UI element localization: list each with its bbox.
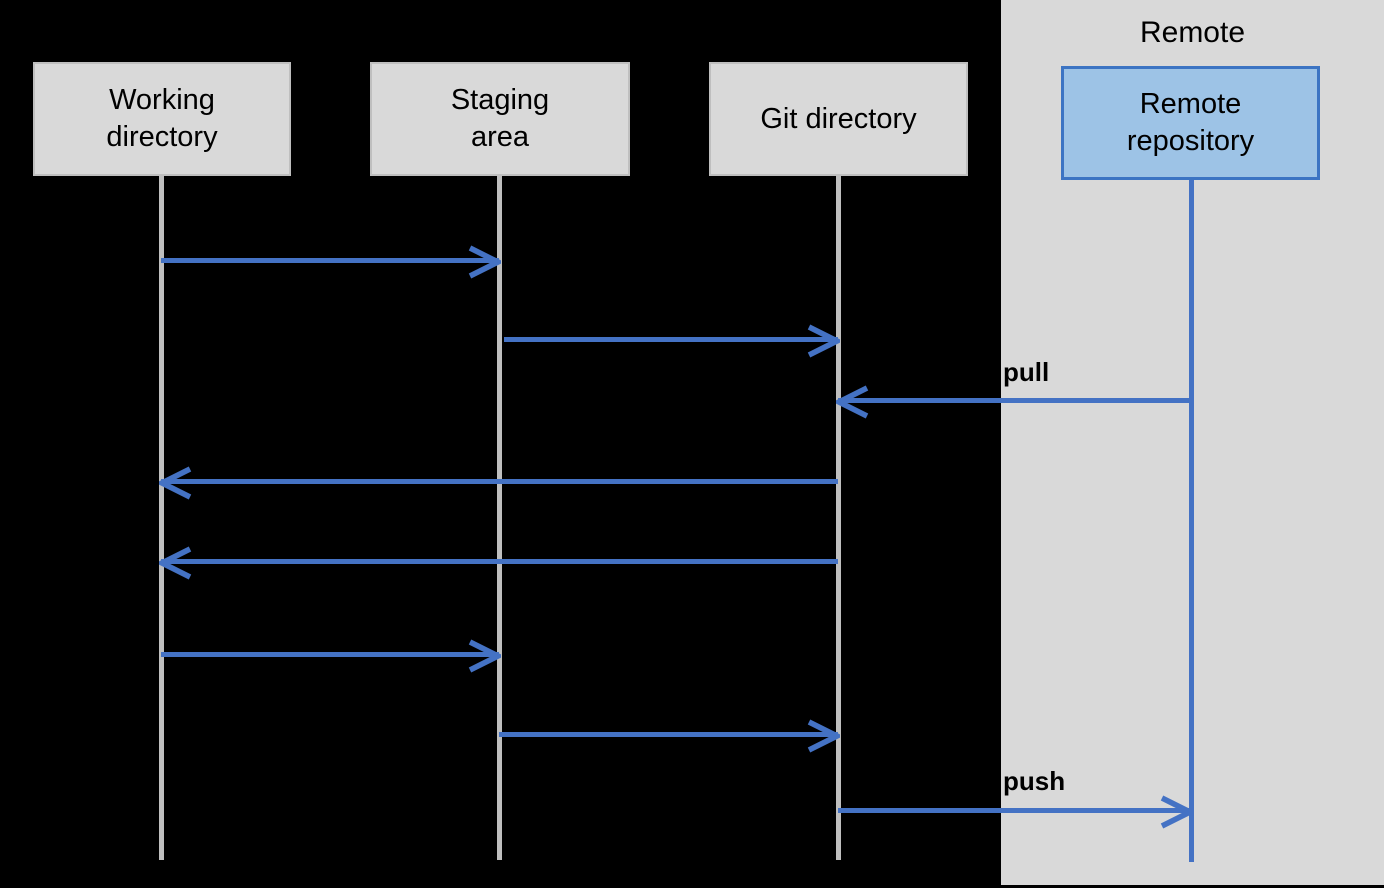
message-line-m8[interactable] [838, 808, 1191, 813]
arrowhead-m2 [806, 324, 840, 358]
participant-label-staging: Staging area [450, 84, 550, 153]
message-line-m1[interactable] [161, 258, 499, 263]
message-label-m3: pull [1003, 357, 1050, 387]
participant-label-remote: Remote repository [1126, 88, 1255, 157]
participant-box-working[interactable]: Working directory [33, 62, 291, 176]
lifeline-gitdir [836, 176, 841, 860]
lifeline-remote [1189, 180, 1194, 862]
arrowhead-m6 [467, 639, 501, 673]
message-line-m3[interactable] [838, 398, 1191, 403]
message-line-m4[interactable] [161, 479, 838, 484]
participant-box-remote[interactable]: Remote repository [1061, 66, 1320, 180]
participant-box-staging[interactable]: Staging area [370, 62, 630, 176]
participant-box-gitdir[interactable]: Git directory [709, 62, 968, 176]
message-line-m5[interactable] [161, 559, 838, 564]
arrowhead-m4 [159, 466, 193, 500]
lifeline-working [159, 176, 164, 860]
message-line-m6[interactable] [161, 652, 499, 657]
message-line-m2[interactable] [504, 337, 838, 342]
lifeline-staging [497, 176, 502, 860]
arrowhead-m3 [836, 385, 870, 419]
participant-label-working: Working directory [106, 84, 218, 153]
participant-label-gitdir: Git directory [760, 102, 917, 135]
remote-panel-title: Remote [1139, 16, 1246, 49]
message-label-m8: push [1003, 766, 1066, 796]
message-line-m7[interactable] [499, 732, 838, 737]
arrowhead-m1 [467, 245, 501, 279]
arrowhead-m7 [806, 719, 840, 753]
arrowhead-m8 [1159, 795, 1193, 829]
arrowhead-m5 [159, 546, 193, 580]
